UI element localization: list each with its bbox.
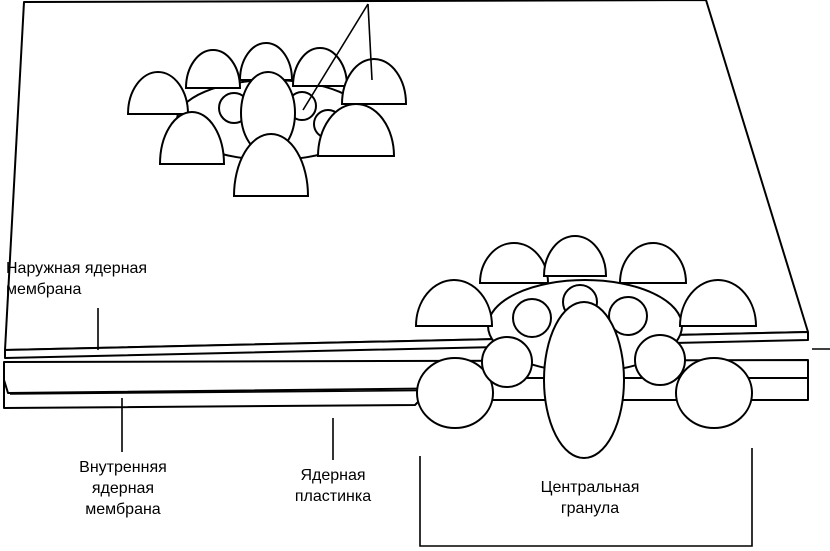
upper-pore-complex [126,42,408,197]
inner-membrane-label-line: Внутренняя [79,459,167,476]
central-granule-label-line: гранула [560,500,620,517]
upper-subunit [291,47,349,87]
upper-subunit [184,49,242,89]
lower-subunit [618,242,688,284]
upper-subunit [340,58,408,105]
pointer-line [302,3,369,111]
lower-small-granule [481,336,533,388]
outer-membrane-label-line: мембрана [6,281,82,298]
nuclear-lamina-label: Ядерная пластинка [268,465,398,507]
inner-membrane-label-line: мембрана [85,501,161,518]
inner-membrane-label-line: ядерная [91,480,155,497]
upper-subunit [238,42,294,81]
lower-cytoplasmic-subunit [416,357,494,429]
inner-membrane-edge [9,389,481,395]
granule-bracket [419,448,753,547]
lower-small-granule [608,296,648,336]
lower-small-granule [634,334,686,386]
inner-membrane-label: Внутренняя ядерная мембрана [58,457,188,520]
outer-membrane-label: Наружная ядерная мембрана [6,258,147,300]
lower-central-granule [543,301,625,459]
upper-subunit [232,133,310,197]
lower-subunit [678,279,758,327]
central-granule-label: Центральная гранула [505,477,675,519]
upper-subunit [126,71,190,115]
lower-subunit [414,279,494,327]
central-granule-label-line: Центральная [540,479,640,496]
lower-pore-complex [414,235,758,459]
lower-cytoplasmic-subunit [675,357,753,429]
upper-subunit [316,103,396,157]
pointer-line [367,3,373,81]
upper-subunit [158,111,226,165]
outer-membrane-label-line: Наружная ядерная [6,260,148,277]
lower-subunit [542,235,608,277]
lower-small-granule [512,298,552,338]
nuclear-lamina-label-line: Ядерная [300,467,366,484]
nuclear-lamina-label-line: пластинка [294,488,372,505]
